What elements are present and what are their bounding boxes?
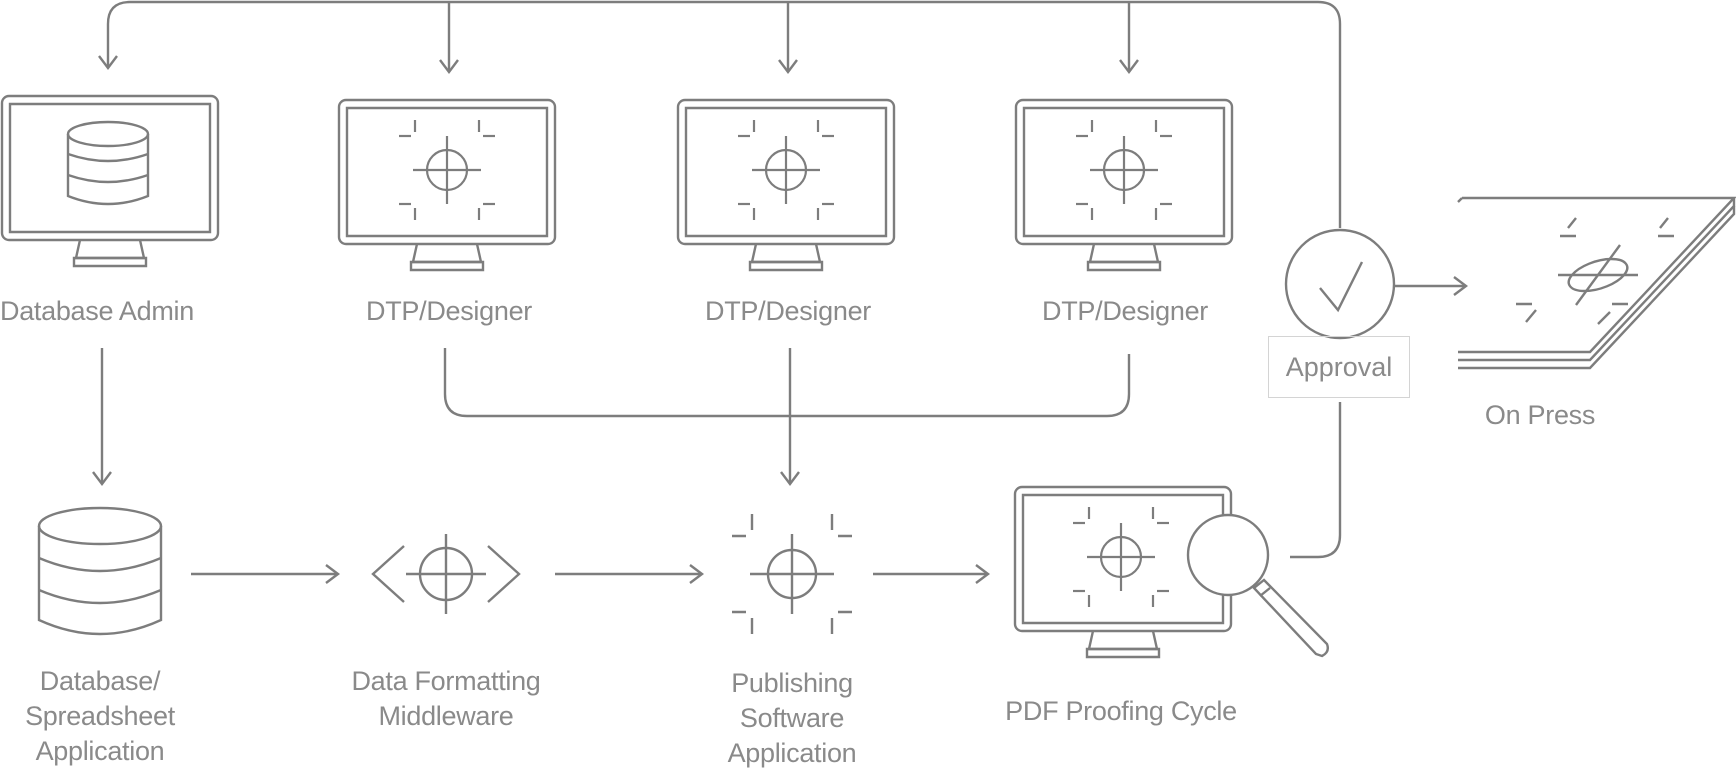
printed-sheets-icon	[1458, 198, 1734, 368]
middleware-label-line: Data Formatting	[351, 666, 541, 696]
crosshair-monitor-icon	[337, 98, 557, 272]
proofing-label: PDF Proofing Cycle	[1005, 696, 1237, 726]
designer-2-label: DTP/Designer	[705, 296, 871, 326]
database-app-label: Database/ Spreadsheet Application	[0, 664, 200, 769]
code-crosshair-icon	[373, 534, 519, 614]
database-app-label-line: Application	[35, 736, 165, 766]
on-press-label: On Press	[1484, 400, 1596, 430]
database-admin-label: Database Admin	[0, 296, 194, 326]
database-app-label-line: Database/	[39, 666, 161, 696]
magnifier-monitor-icon	[1013, 485, 1328, 659]
publishing-label-line: Publishing	[731, 668, 853, 698]
designer-1-label: DTP/Designer	[366, 296, 532, 326]
middleware-label: Data Formatting Middleware	[326, 664, 566, 734]
checkmark-circle-icon	[1286, 230, 1466, 338]
database-monitor-icon	[0, 94, 220, 268]
publishing-label-line: Software	[739, 703, 845, 733]
database-app-label-line: Spreadsheet	[25, 701, 175, 731]
database-icon	[39, 508, 161, 634]
publishing-label-line: Application	[727, 738, 857, 768]
middleware-label-line: Middleware	[378, 701, 514, 731]
crosshair-monitor-icon	[1014, 98, 1234, 272]
crosshair-monitor-icon	[676, 98, 896, 272]
designer-merge-connector	[445, 348, 1129, 484]
crosshair-icon	[732, 514, 852, 634]
publishing-label: Publishing Software Application	[692, 666, 892, 771]
approval-connector	[1290, 402, 1340, 557]
approval-label: Approval	[1268, 336, 1410, 398]
designer-3-label: DTP/Designer	[1042, 296, 1208, 326]
feedback-connector	[108, 2, 1340, 228]
